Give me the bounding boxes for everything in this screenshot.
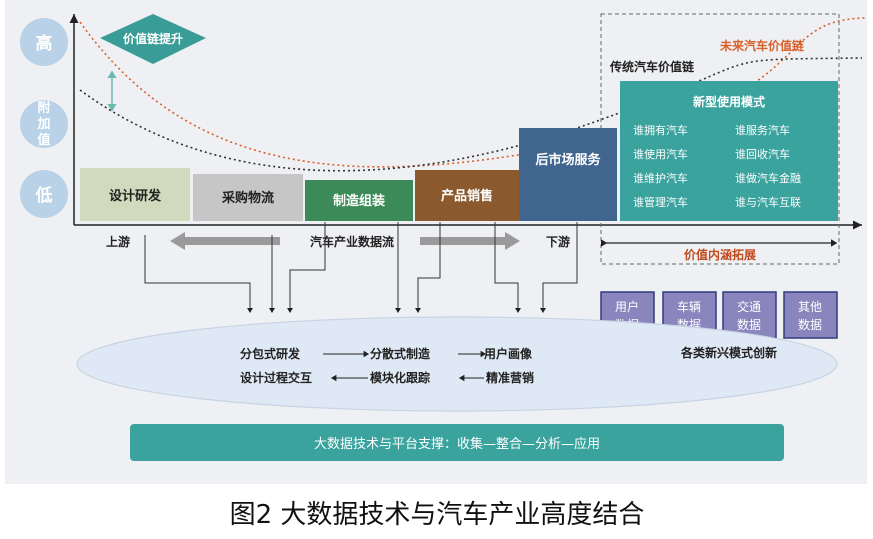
value-high-circle xyxy=(20,18,68,66)
value-up-label: 价值链提升 xyxy=(123,31,183,46)
stage-box-design xyxy=(80,168,190,221)
new-model-item-3: 谁使用汽车 xyxy=(633,147,688,161)
data-box-vehicle-line1: 车辆 xyxy=(677,299,701,314)
stage-box-aftermarket xyxy=(519,128,617,221)
future-chain-label: 未来汽车价值链 xyxy=(719,38,805,53)
new-model-item-5: 谁维护汽车 xyxy=(633,171,688,185)
new-model-item-1: 谁拥有汽车 xyxy=(633,123,688,137)
value-up-diamond xyxy=(100,14,206,64)
data-flow-label: 汽车产业数据流 xyxy=(310,234,394,249)
new-model-box xyxy=(620,81,838,221)
new-model-item-6: 谁做汽车金融 xyxy=(735,171,801,185)
platform-label: 大数据技术与平台支撑：收集—整合—分析—应用 xyxy=(314,436,600,452)
value-low-label: 低 xyxy=(35,185,53,206)
ellipse-r2-item1: 设计过程交互 xyxy=(240,370,312,385)
value-low-circle xyxy=(20,170,68,218)
innovation-label: 各类新兴模式创新 xyxy=(680,345,777,360)
extension-label-bg xyxy=(672,247,770,263)
value-mid-label-1: 附 xyxy=(37,100,50,116)
data-box-traffic-line1: 交通 xyxy=(737,299,761,314)
value-high-label: 高 xyxy=(36,33,53,54)
traditional-chain-curve xyxy=(79,57,863,172)
stage-label-manufacturing: 制造组装 xyxy=(333,193,385,209)
stage-label-design: 设计研发 xyxy=(109,188,162,204)
new-model-title: 新型使用模式 xyxy=(693,94,765,109)
connector-lines xyxy=(144,222,578,313)
data-box-traffic xyxy=(722,291,777,339)
stage-box-sales xyxy=(415,170,519,221)
new-model-item-4: 谁回收汽车 xyxy=(735,147,790,161)
data-box-other-line1: 其他 xyxy=(798,300,822,314)
downstream-label: 下游 xyxy=(546,234,570,249)
figure-caption: 图2 大数据技术与汽车产业高度结合 xyxy=(230,500,645,530)
new-model-item-8: 谁与汽车互联 xyxy=(735,195,801,209)
ellipse-r1-item1: 分包式研发 xyxy=(240,346,301,361)
downstream-arrow xyxy=(420,232,520,250)
ellipse-r2-item2: 模块化跟踪 xyxy=(370,370,430,385)
value-mid-label-2: 加 xyxy=(36,117,50,132)
value-mid-label-3: 值 xyxy=(37,132,50,148)
extension-label: 价值内涵拓展 xyxy=(684,247,756,262)
stage-label-aftermarket: 后市场服务 xyxy=(535,152,601,168)
new-model-item-7: 谁管理汽车 xyxy=(633,195,688,209)
innovation-ellipse xyxy=(76,316,838,412)
value-mid-circle xyxy=(20,100,68,148)
future-chain-curve xyxy=(79,17,866,168)
data-box-other xyxy=(783,291,838,339)
ellipse-r1-item2: 分散式制造 xyxy=(370,346,431,361)
data-box-user-line1: 用户 xyxy=(615,299,639,314)
data-box-traffic-line2: 数据 xyxy=(737,317,761,332)
stage-box-manufacturing xyxy=(305,180,413,221)
traditional-chain-label: 传统汽车价值链 xyxy=(609,59,695,74)
ellipse-r1-item3: 用户画像 xyxy=(483,346,533,361)
stage-label-procurement: 采购物流 xyxy=(221,190,274,206)
ellipse-r2-item3: 精准营销 xyxy=(486,370,534,385)
upstream-arrow xyxy=(170,232,280,250)
upstream-label: 上游 xyxy=(106,234,130,249)
platform-bar xyxy=(130,424,784,461)
data-box-other-line2: 数据 xyxy=(798,317,822,332)
new-model-item-2: 谁服务汽车 xyxy=(735,123,790,137)
stage-label-sales: 产品销售 xyxy=(441,188,493,204)
stage-box-procurement xyxy=(193,174,303,221)
